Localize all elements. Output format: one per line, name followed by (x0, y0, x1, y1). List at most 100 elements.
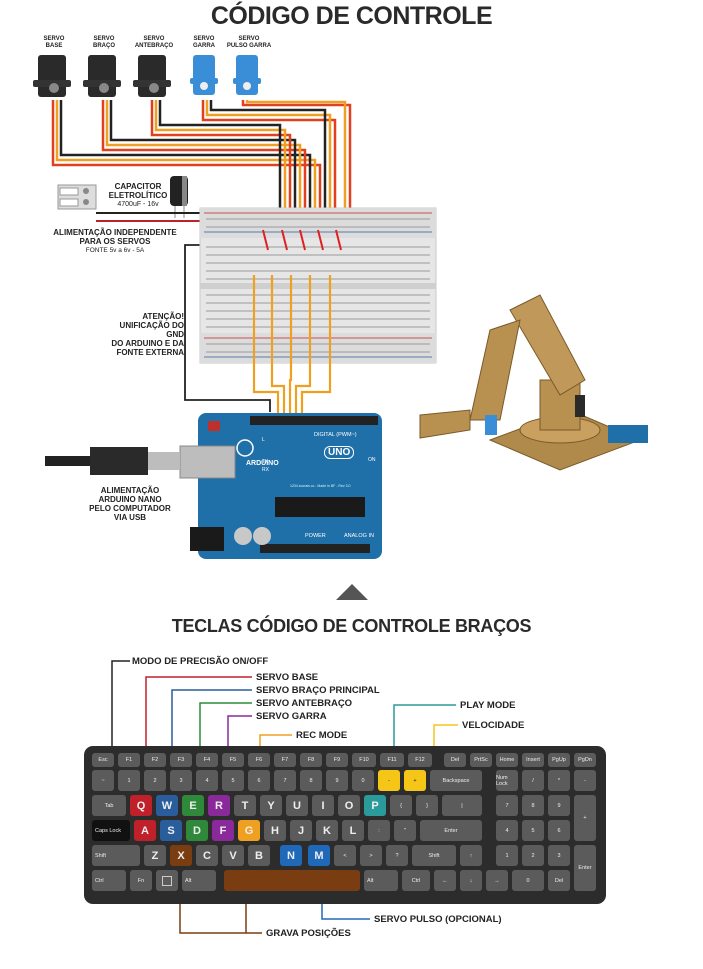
key-f10[interactable]: F10 (352, 753, 376, 767)
key-num-divide[interactable]: / (522, 770, 544, 791)
key-num-del[interactable]: Del (548, 870, 570, 891)
key-d[interactable]: D (186, 820, 208, 841)
key-9[interactable]: 9 (326, 770, 348, 791)
key-tab[interactable]: Tab (92, 795, 126, 816)
key-n[interactable]: N (280, 845, 302, 866)
key-f7[interactable]: F7 (274, 753, 296, 767)
key-k[interactable]: K (316, 820, 338, 841)
key-v[interactable]: V (222, 845, 244, 866)
key-windows[interactable] (156, 870, 178, 891)
key-shift-left[interactable]: Shift (92, 845, 140, 866)
key-3[interactable]: 3 (170, 770, 192, 791)
key-8[interactable]: 8 (300, 770, 322, 791)
key-space[interactable] (224, 870, 360, 891)
key-num-1[interactable]: 1 (496, 845, 518, 866)
key-f8[interactable]: F8 (300, 753, 322, 767)
key-o[interactable]: O (338, 795, 360, 816)
key-4[interactable]: 4 (196, 770, 218, 791)
key-colon[interactable]: : (368, 820, 390, 841)
key-fn[interactable]: Fn (130, 870, 152, 891)
key-greater[interactable]: > (360, 845, 382, 866)
key-z[interactable]: Z (144, 845, 166, 866)
key-pgup[interactable]: PgUp (548, 753, 570, 767)
key-5[interactable]: 5 (222, 770, 244, 791)
key-m[interactable]: M (308, 845, 330, 866)
key-num-multiply[interactable]: * (548, 770, 570, 791)
key-arrow-up[interactable]: ↑ (460, 845, 482, 866)
key-num-plus[interactable]: + (574, 795, 596, 841)
key-num-6[interactable]: 6 (548, 820, 570, 841)
key-0[interactable]: 0 (352, 770, 374, 791)
key-f3[interactable]: F3 (170, 753, 192, 767)
key-j[interactable]: J (290, 820, 312, 841)
key-arrow-down[interactable]: ↓ (460, 870, 482, 891)
key-num-9[interactable]: 9 (548, 795, 570, 816)
key-p[interactable]: P (364, 795, 386, 816)
key-h[interactable]: H (264, 820, 286, 841)
key-plus-speed[interactable]: + (404, 770, 426, 791)
key-insert[interactable]: Insert (522, 753, 544, 767)
key-num-8[interactable]: 8 (522, 795, 544, 816)
key-num-minus[interactable]: - (574, 770, 596, 791)
key-num-3[interactable]: 3 (548, 845, 570, 866)
key-1[interactable]: 1 (118, 770, 140, 791)
key-f12[interactable]: F12 (408, 753, 432, 767)
key-f6[interactable]: F6 (248, 753, 270, 767)
key-y[interactable]: Y (260, 795, 282, 816)
key-t[interactable]: T (234, 795, 256, 816)
key-rbrace[interactable]: } (416, 795, 438, 816)
key-s[interactable]: S (160, 820, 182, 841)
key-num-4[interactable]: 4 (496, 820, 518, 841)
key-f4[interactable]: F4 (196, 753, 218, 767)
key-capslock[interactable]: Caps Lock (92, 820, 130, 841)
key-c[interactable]: C (196, 845, 218, 866)
key-b[interactable]: B (248, 845, 270, 866)
key-num-enter[interactable]: Enter (574, 845, 596, 891)
key-a[interactable]: A (134, 820, 156, 841)
key-g[interactable]: G (238, 820, 260, 841)
key-ctrl-left[interactable]: Ctrl (92, 870, 126, 891)
key-7[interactable]: 7 (274, 770, 296, 791)
key-f5[interactable]: F5 (222, 753, 244, 767)
key-f11[interactable]: F11 (380, 753, 404, 767)
key-del-top[interactable]: Del (444, 753, 466, 767)
key-pipe[interactable]: | (442, 795, 482, 816)
key-l[interactable]: L (342, 820, 364, 841)
key-alt-left[interactable]: Alt (182, 870, 216, 891)
key-i[interactable]: I (312, 795, 334, 816)
key-home[interactable]: Home (496, 753, 518, 767)
key-f[interactable]: F (212, 820, 234, 841)
key-u[interactable]: U (286, 795, 308, 816)
key-lbrace[interactable]: { (390, 795, 412, 816)
key-f2[interactable]: F2 (144, 753, 166, 767)
key-f9[interactable]: F9 (326, 753, 348, 767)
key-f1[interactable]: F1 (118, 753, 140, 767)
key-backspace[interactable]: Backspace (430, 770, 482, 791)
key-prtsc[interactable]: PrtSc (470, 753, 492, 767)
key-numlock[interactable]: Num Lock (496, 770, 518, 791)
key-shift-right[interactable]: Shift (412, 845, 456, 866)
key-q[interactable]: Q (130, 795, 152, 816)
key-tilde[interactable]: ~ (92, 770, 114, 791)
key-alt-right[interactable]: Alt (364, 870, 398, 891)
key-arrow-right[interactable]: → (486, 870, 508, 891)
key-esc[interactable]: Esc (92, 753, 114, 767)
key-minus-speed[interactable]: - (378, 770, 400, 791)
key-ctrl-right[interactable]: Ctrl (402, 870, 430, 891)
key-less[interactable]: < (334, 845, 356, 866)
key-w[interactable]: W (156, 795, 178, 816)
key-6[interactable]: 6 (248, 770, 270, 791)
key-num-5[interactable]: 5 (522, 820, 544, 841)
key-num-2[interactable]: 2 (522, 845, 544, 866)
key-pgdn[interactable]: PgDn (574, 753, 596, 767)
key-e[interactable]: E (182, 795, 204, 816)
key-quote[interactable]: " (394, 820, 416, 841)
key-question[interactable]: ? (386, 845, 408, 866)
key-arrow-left[interactable]: ← (434, 870, 456, 891)
key-num-7[interactable]: 7 (496, 795, 518, 816)
key-r[interactable]: R (208, 795, 230, 816)
key-enter[interactable]: Enter (420, 820, 482, 841)
key-num-0[interactable]: 0 (512, 870, 544, 891)
key-x[interactable]: X (170, 845, 192, 866)
key-2[interactable]: 2 (144, 770, 166, 791)
